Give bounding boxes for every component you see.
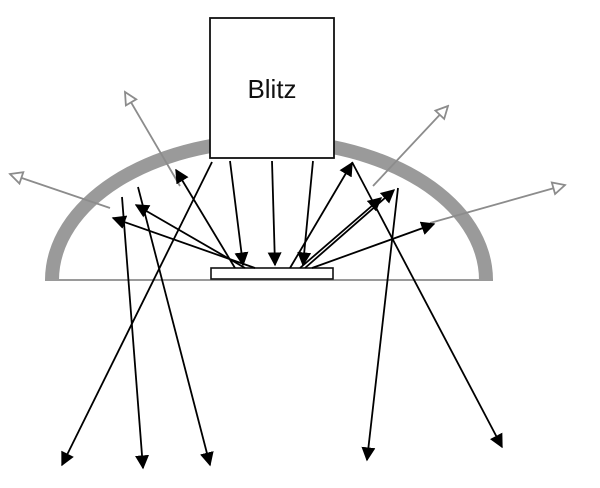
- subject-plate: [210, 267, 334, 280]
- flash-rays: [229, 160, 314, 267]
- grey-ray-upper-left: [125, 92, 181, 187]
- reflected-ray-6: [304, 189, 396, 269]
- reflected-ray-3: [111, 215, 256, 269]
- downward-ray-2: [121, 196, 150, 470]
- reflected-ray-1: [175, 168, 236, 269]
- reflected-ray-7: [311, 221, 436, 269]
- flash-ray-1: [229, 160, 249, 267]
- reflected-rays: [111, 161, 436, 269]
- flash-unit-label: Blitz: [247, 74, 296, 104]
- downward-rays: [61, 161, 503, 470]
- grey-ray-left: [10, 174, 111, 209]
- downward-ray-5: [351, 161, 503, 449]
- downward-ray-1: [61, 161, 213, 467]
- grey-ray-upper-right: [372, 106, 448, 187]
- escaping-rays: [10, 92, 565, 224]
- flash-ray-2: [267, 160, 282, 267]
- flash-unit-box: [209, 17, 335, 159]
- flash-ray-3: [297, 160, 314, 267]
- grey-ray-right: [429, 185, 565, 224]
- reflected-ray-4: [289, 161, 353, 269]
- reflected-ray-5: [299, 197, 383, 269]
- downward-ray-4: [361, 187, 399, 462]
- downward-ray-3: [137, 186, 214, 467]
